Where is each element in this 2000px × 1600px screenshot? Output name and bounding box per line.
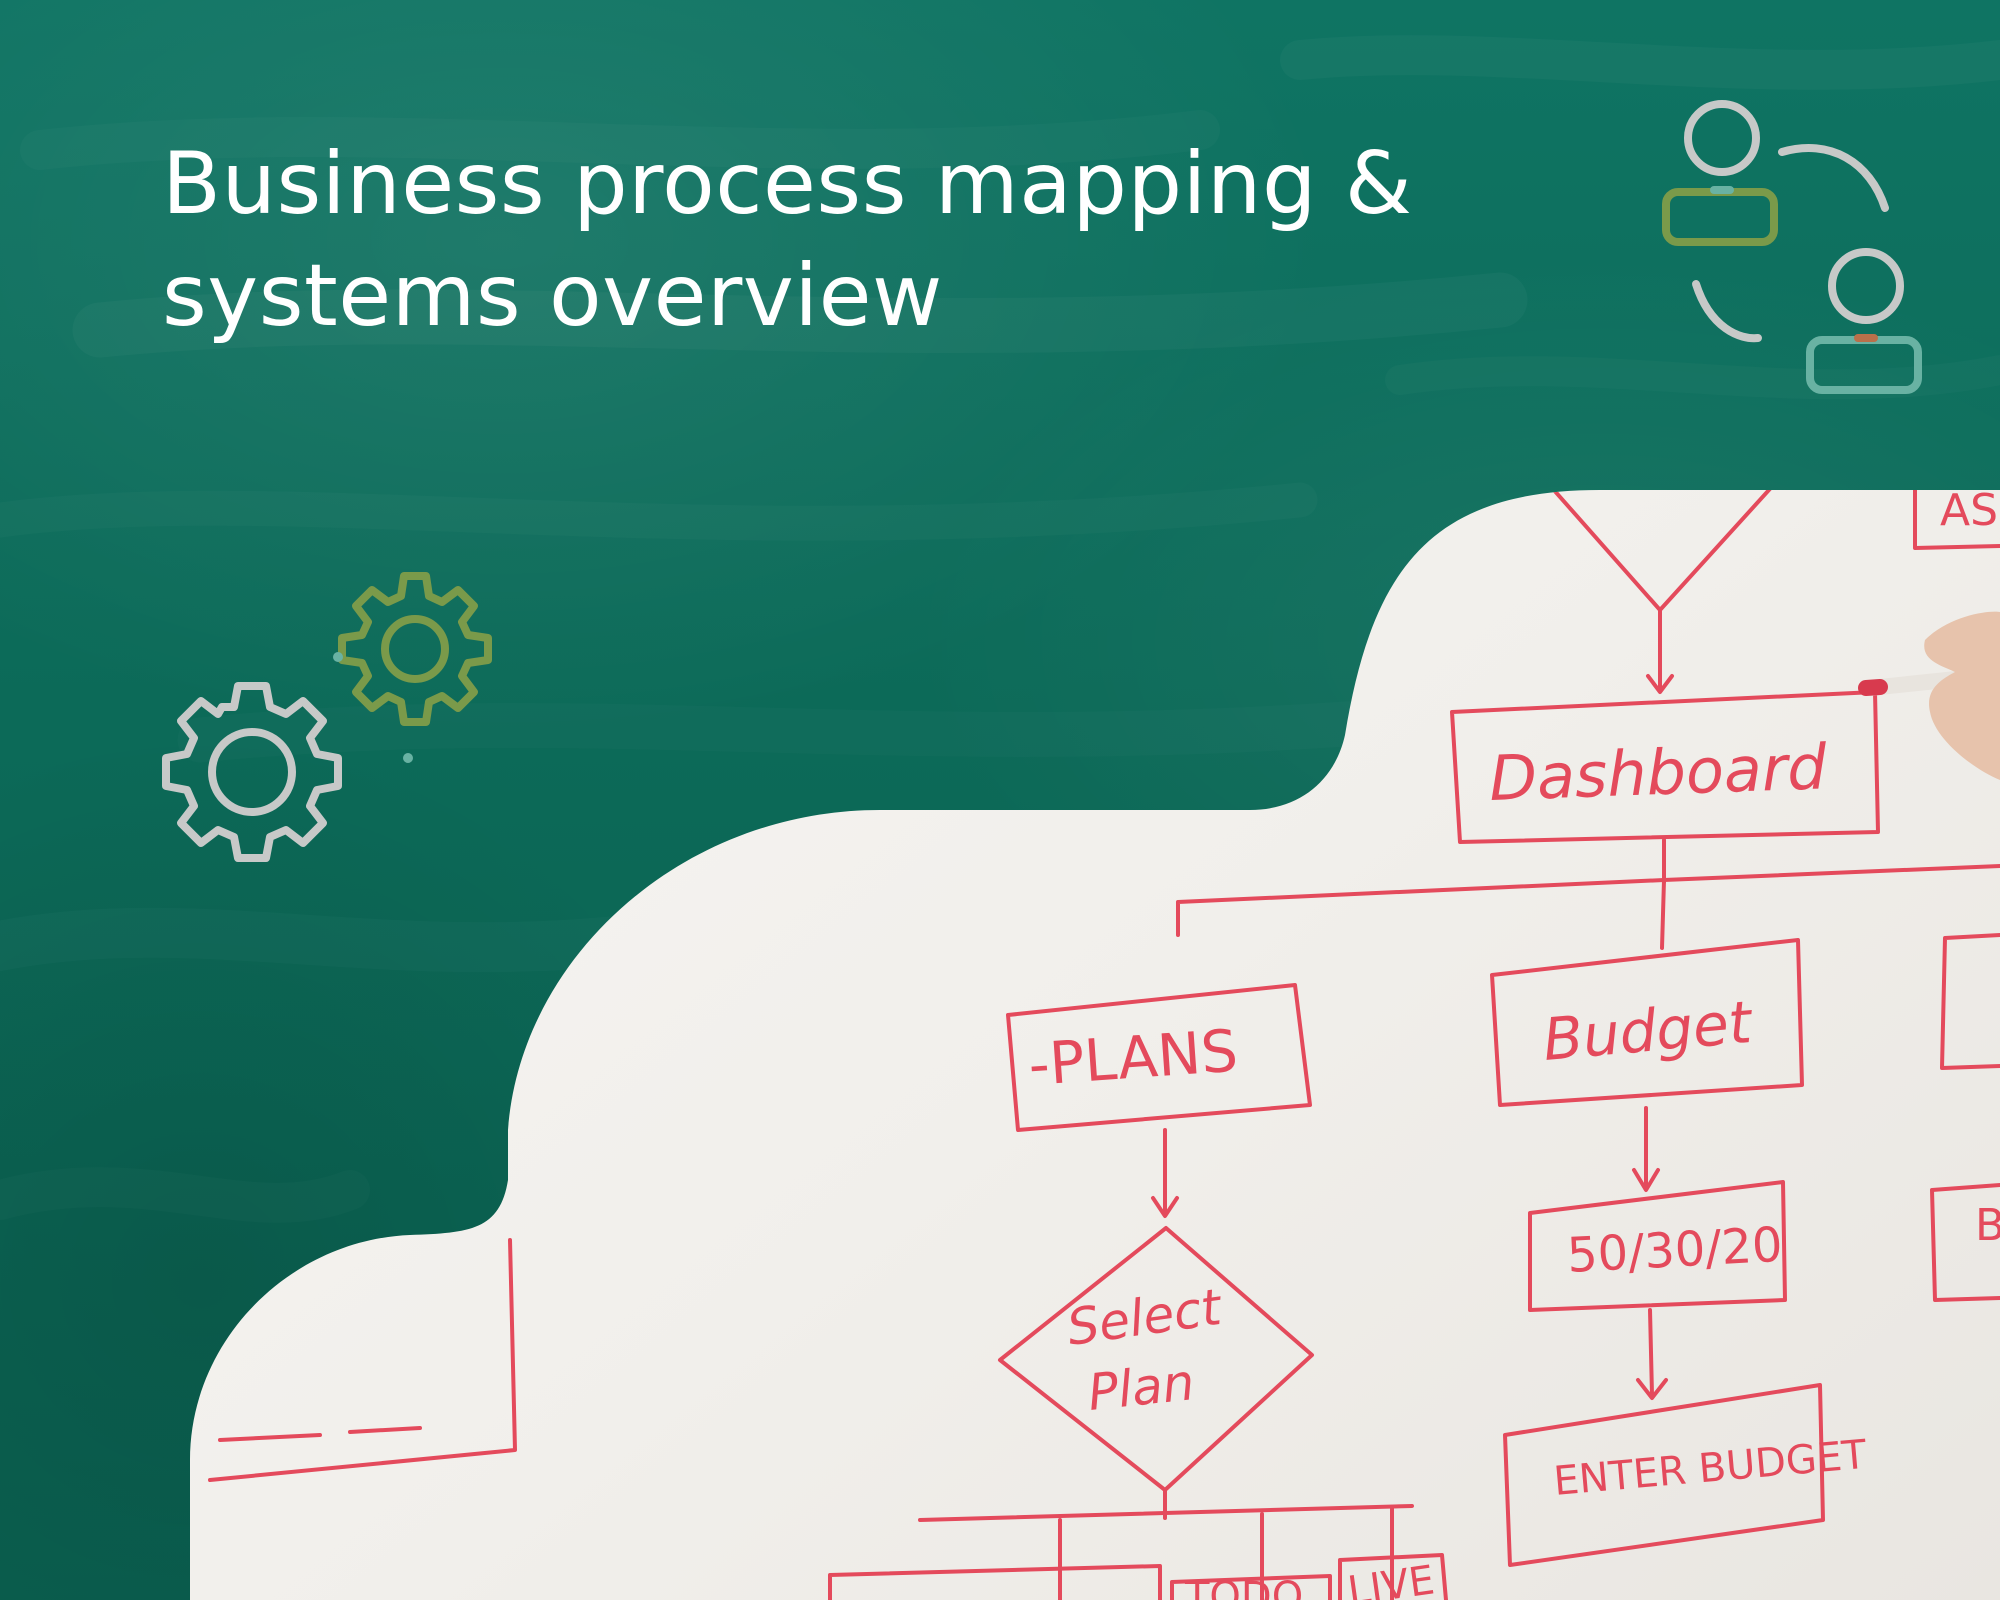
node-plans: -PLANS	[1026, 1017, 1240, 1099]
title-line-2: systems overview	[162, 246, 943, 346]
title-line-1: Business process mapping &	[162, 134, 1413, 234]
node-right-partial: B	[1975, 1200, 2000, 1251]
people-exchange-icon	[1662, 100, 1922, 394]
hand-with-marker	[1858, 611, 2000, 780]
gears-icon	[162, 572, 492, 862]
node-select-plan-line2: Plan	[1085, 1353, 1197, 1422]
node-bottom-partial-1: TODO	[1184, 1574, 1303, 1600]
node-top-right-partial: AS	[1940, 485, 1998, 536]
page-title: Business process mapping & systems overv…	[162, 128, 1562, 352]
node-dashboard: Dashboard	[1488, 730, 1828, 815]
node-split: 50/30/20	[1566, 1217, 1784, 1284]
